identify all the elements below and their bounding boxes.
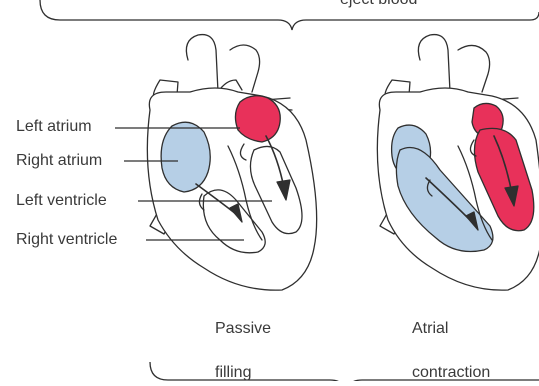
caption-atrial-contraction-line2: contraction [412,364,490,381]
aorta-left [186,35,242,92]
label-left-ventricle: Left ventricle [16,192,107,210]
heart-passive-filling [147,35,316,291]
right-atrium-fill [161,122,210,192]
caption-passive-filling-line1: Passive [215,320,271,337]
label-right-ventricle: Right ventricle [16,231,117,249]
caption-passive-filling-line2: filling [215,364,251,381]
top-caption-fragment: eject blood [340,0,417,8]
caption-atrial-contraction-line1: Atrial [412,320,448,337]
caption-passive-filling: Passive filling [215,296,271,384]
label-right-atrium: Right atrium [16,152,102,170]
heart-atrial-contraction [377,35,539,291]
pulmonary-trunk-right [458,45,490,92]
aorta-right [418,35,450,92]
caption-atrial-contraction: Atrial contraction [412,296,490,384]
label-left-atrium: Left atrium [16,118,92,136]
top-bracket [40,0,539,30]
